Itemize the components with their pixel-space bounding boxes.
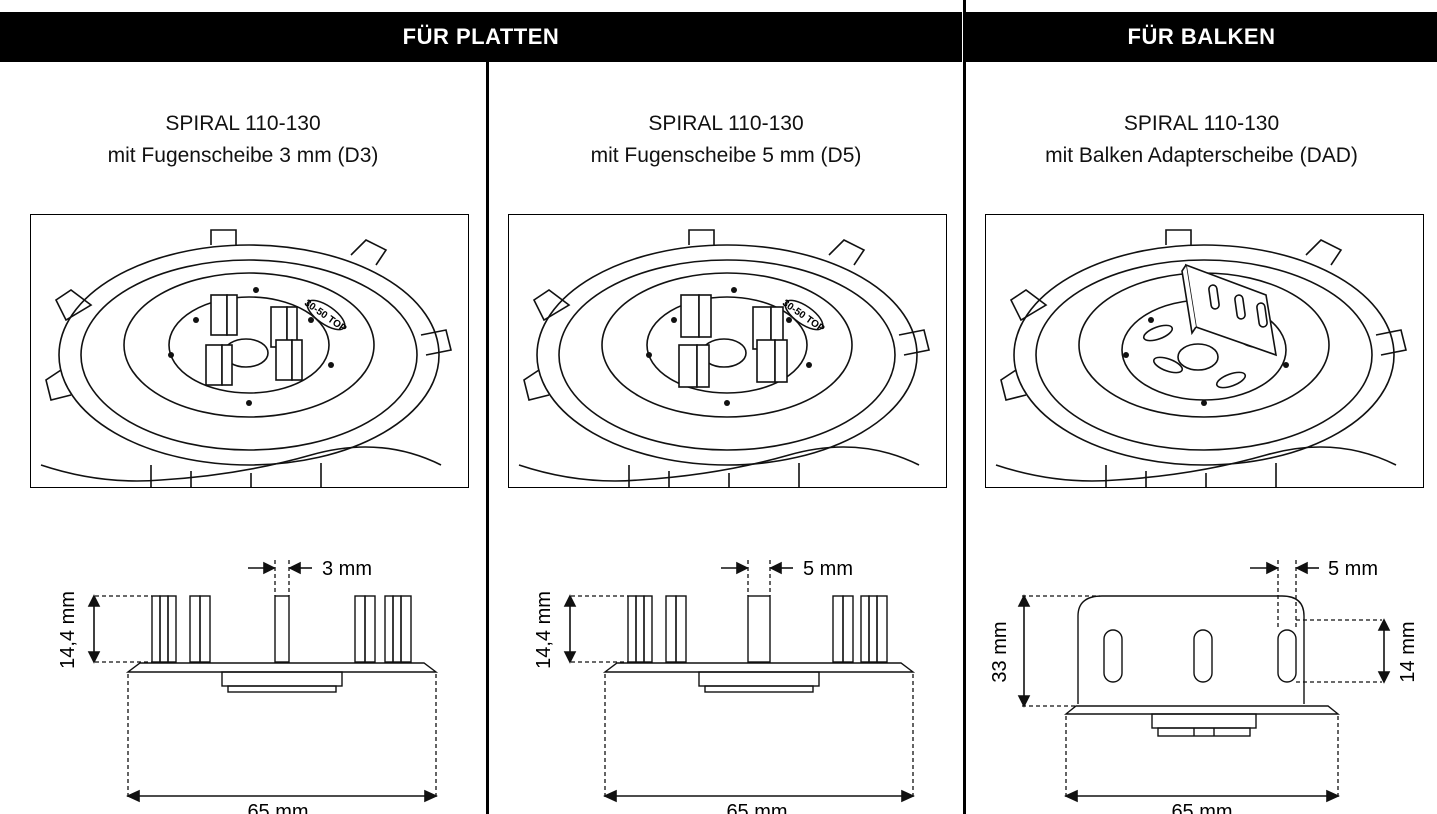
dimension-height-label: 14,4 mm — [533, 591, 555, 669]
column-dad: SPIRAL 110-130 mit Balken Adapterscheibe… — [966, 62, 1437, 814]
divider-1 — [486, 62, 489, 814]
product-title: SPIRAL 110-130 mit Balken Adapterscheibe… — [966, 108, 1437, 172]
pedestal-dad-illustration — [995, 229, 1407, 487]
title-line-1: SPIRAL 110-130 — [648, 112, 804, 135]
column-d3: SPIRAL 110-130 mit Fugenscheibe 3 mm (D3… — [0, 62, 486, 814]
dimension-gap-label: 5 mm — [1328, 558, 1378, 580]
product-illustration: 30-50 TOP — [508, 214, 947, 488]
header-label: FÜR BALKEN — [1127, 24, 1276, 49]
dimension-gap-label: 5 mm — [803, 558, 853, 580]
dimension-height-label: 33 mm — [989, 621, 1011, 682]
dimension-slot-height-label: 14 mm — [1397, 621, 1419, 682]
title-line-1: SPIRAL 110-130 — [165, 112, 321, 135]
product-title: SPIRAL 110-130 mit Fugenscheibe 5 mm (D5… — [489, 108, 963, 172]
dimension-gap-label: 3 mm — [322, 558, 372, 580]
dimension-width-label: 65 mm — [726, 801, 787, 814]
title-line-1: SPIRAL 110-130 — [1123, 112, 1280, 135]
technical-drawing-d5: 5 mm 65 mm 14,4 mm — [533, 558, 916, 814]
title-line-2: mit Balken Adapterscheibe (DAD) — [1045, 144, 1358, 167]
product-illustration: 30-50 TOP — [30, 214, 469, 488]
header-fuer-balken: FÜR BALKEN — [966, 12, 1437, 62]
title-line-2: mit Fugenscheibe 3 mm (D3) — [107, 144, 379, 167]
dimension-height-label: 14,4 mm — [57, 591, 79, 669]
header-label: FÜR PLATTEN — [402, 24, 560, 49]
divider-2 — [963, 0, 966, 814]
pedestal-d3-illustration: 30-50 TOP — [40, 229, 452, 487]
technical-drawing-d3: 3 mm 65 mm 14,4 mm — [57, 558, 439, 814]
product-illustration — [985, 214, 1424, 488]
product-title: SPIRAL 110-130 mit Fugenscheibe 3 mm (D3… — [0, 108, 486, 172]
pedestal-d5-illustration: 30-50 TOP — [518, 229, 930, 487]
dimension-width-label: 65 mm — [247, 801, 308, 814]
header-fuer-platten: FÜR PLATTEN — [0, 12, 962, 62]
column-d5: SPIRAL 110-130 mit Fugenscheibe 5 mm (D5… — [489, 62, 963, 814]
title-line-2: mit Fugenscheibe 5 mm (D5) — [590, 144, 862, 167]
dimension-width-label: 65 mm — [1171, 801, 1232, 814]
technical-drawing-dad: 5 mm 65 mm 33 mm 14 mm — [989, 558, 1419, 814]
